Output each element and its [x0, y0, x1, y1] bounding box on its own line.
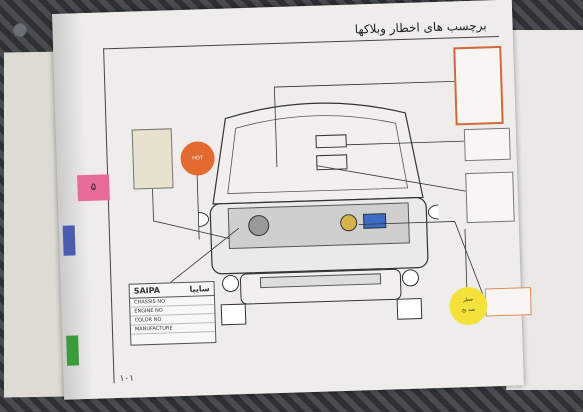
plate-row: MANUFACTURE — [130, 323, 216, 335]
leader-lines — [152, 80, 486, 301]
saipa-id-plate: SAIPA سایپا CHASSIS NO ENGINE NO COLOR N… — [128, 281, 217, 346]
warning-label-coolant — [465, 171, 515, 224]
warning-label-tire — [131, 128, 174, 190]
manual-page: برچسب های اخطار وبلاکها ۵ ۱۰۱ — [52, 0, 532, 400]
saipa-brand-fa: سایپا — [189, 284, 210, 294]
warning-label-radiator — [484, 287, 532, 317]
warning-label-fan — [453, 45, 504, 126]
coolant-sticker-line2: ضد یخ — [461, 306, 476, 314]
warning-label-battery — [463, 127, 511, 162]
saipa-brand-en: SAIPA — [133, 285, 161, 296]
car-diagram — [194, 102, 442, 326]
